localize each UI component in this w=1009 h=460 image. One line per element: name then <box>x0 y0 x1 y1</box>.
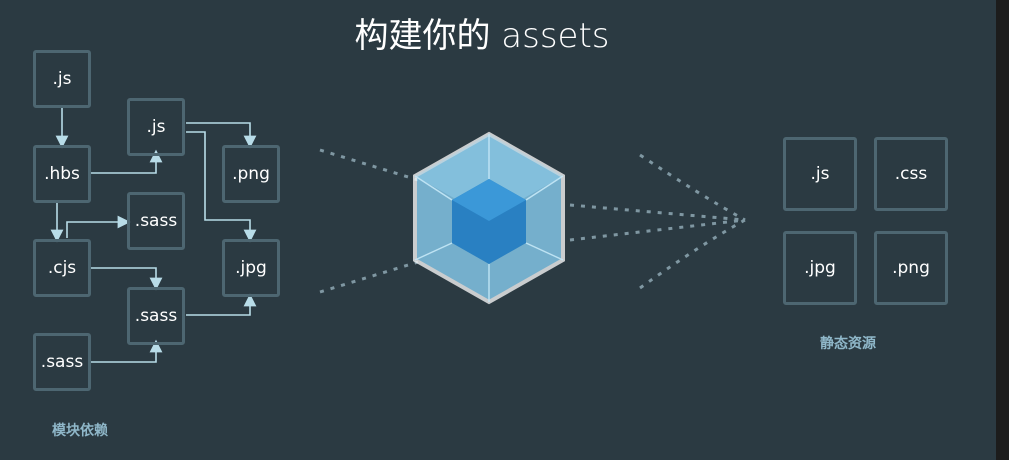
module-box-sass-top: .sass <box>127 192 185 250</box>
module-box-jpg: .jpg <box>222 239 280 297</box>
asset-box-jpg: .jpg <box>783 231 857 305</box>
flow-out-2 <box>569 203 746 222</box>
asset-box-png: .png <box>874 231 948 305</box>
module-box-sass-bottom: .sass <box>33 333 91 391</box>
module-box-sass-middle: .sass <box>127 287 185 345</box>
arrow-sass-jpg <box>186 293 257 316</box>
flow-out-1 <box>639 153 746 222</box>
flow-out-3 <box>569 218 746 242</box>
page-title: 构建你的 assets <box>354 16 610 56</box>
arrow-cjs-sass-mid <box>91 267 163 291</box>
module-box-js-middle: .js <box>127 98 185 156</box>
asset-box-js: .js <box>783 137 857 211</box>
assets-caption: 静态资源 <box>820 336 876 352</box>
flow-lines <box>319 148 746 294</box>
arrow-cjs-sass-top <box>66 215 131 238</box>
module-box-png: .png <box>222 145 280 203</box>
asset-box-css: .css <box>874 137 948 211</box>
module-box-hbs: .hbs <box>33 145 91 203</box>
arrow-hbs-js <box>91 149 163 174</box>
window-edge <box>996 0 1009 460</box>
flow-out-4 <box>639 218 746 290</box>
arrow-js-png <box>186 122 257 149</box>
module-box-js: .js <box>33 50 91 108</box>
modules-caption: 模块依赖 <box>52 423 108 439</box>
arrow-sass-sass <box>91 339 163 363</box>
arrow-js-jpg <box>186 131 257 243</box>
module-box-cjs: .cjs <box>33 239 91 297</box>
